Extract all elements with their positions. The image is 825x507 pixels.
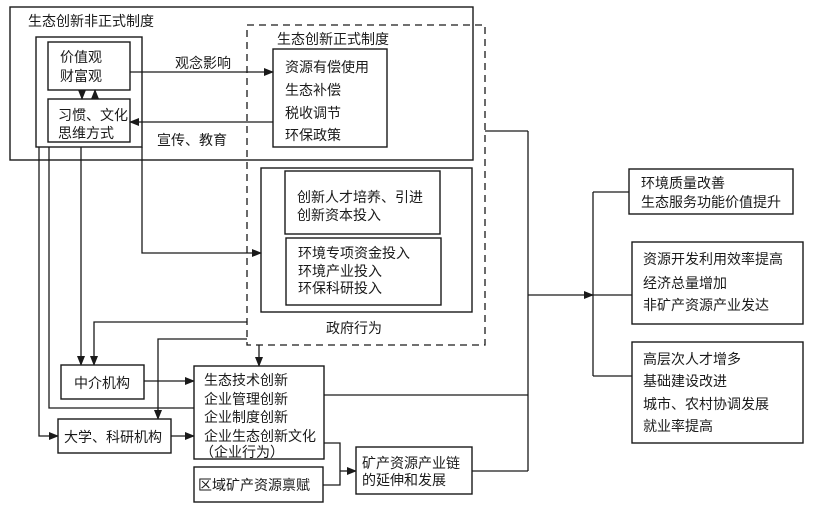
formal-item: 资源有偿使用: [285, 59, 369, 76]
environment-investment-line: 环境产业投入: [298, 264, 382, 280]
connector-enterprise-to-chain: [323, 442, 341, 486]
outcome-line: 环境质量改善: [641, 176, 725, 192]
informal-institution-title: 生态创新非正式制度: [28, 14, 154, 30]
formal-item: 环保政策: [285, 127, 341, 144]
outcome-line: 经济总量增加: [643, 276, 727, 292]
industry-chain-line: 的延伸和发展: [362, 473, 446, 489]
values-box-line: 财富观: [60, 68, 102, 85]
propaganda-education-label: 宣传、教育: [157, 133, 227, 149]
outcome-line: 基础建设改进: [643, 373, 727, 390]
habits-box-line: 习惯、文化: [58, 107, 128, 124]
outcome-line: 城市、农村协调发展: [643, 396, 769, 413]
government-behavior-label: 政府行为: [326, 321, 382, 337]
enterprise-box: [193, 365, 325, 460]
formal-institution-box: [272, 48, 388, 148]
outcome-line: 就业率提高: [643, 418, 713, 435]
talent-capital-line: 创新人才培养、引进: [297, 190, 423, 206]
enterprise-behavior-label: （企业行为）: [200, 444, 284, 461]
environment-investment-box: [285, 237, 442, 306]
enterprise-item: 企业管理创新: [204, 391, 288, 408]
outcome-line: 高层次人才增多: [643, 351, 741, 368]
outcome-environment-box: [628, 168, 794, 215]
connector-culture-to-university: [38, 147, 59, 440]
industry-chain-box: [355, 446, 473, 495]
enterprise-item: 生态技术创新: [204, 373, 288, 389]
formal-institution-title: 生态创新正式制度: [277, 32, 389, 48]
connector-government-to-university: [154, 338, 247, 420]
enterprise-item: 企业生态创新文化: [204, 428, 316, 445]
talent-capital-line: 创新资本投入: [297, 208, 381, 224]
outcome-economy-box: [631, 241, 804, 325]
formal-item: 生态补偿: [285, 83, 341, 99]
university-label: 大学、科研机构: [64, 430, 162, 446]
intermediary-box: [60, 364, 145, 400]
regional-endowment-box: [193, 466, 324, 503]
connector-culture-to-enterprise: [48, 147, 194, 409]
outcome-line: 资源开发利用效率提高: [643, 251, 783, 268]
outcome-society-box: [631, 341, 804, 444]
outcome-line: 非矿产资源产业发达: [643, 298, 769, 314]
values-box: [47, 41, 131, 91]
outcome-line: 生态服务功能价值提升: [641, 195, 781, 211]
university-box: [57, 418, 172, 454]
connector-government-to-intermediary: [90, 321, 247, 366]
connector-culture-to-government: [141, 147, 262, 257]
culture-group-box: [35, 36, 143, 148]
environment-investment-line: 环境专项资金投入: [298, 246, 410, 262]
concept-influence-label: 观念影响: [175, 55, 231, 72]
industry-chain-line: 矿产资源产业链: [362, 456, 460, 472]
enterprise-item: 企业制度创新: [204, 409, 288, 426]
talent-capital-box: [284, 170, 441, 235]
habits-box: [47, 98, 131, 143]
intermediary-label: 中介机构: [74, 376, 130, 392]
values-box-line: 价值观: [60, 50, 102, 66]
informal-institution-box: [9, 6, 474, 161]
government-behavior-dashed-box: [246, 24, 486, 346]
regional-endowment-label: 区域矿产资源禀赋: [198, 478, 310, 494]
formal-item: 税收调节: [285, 106, 341, 122]
habits-box-line: 思维方式: [58, 126, 114, 142]
environment-investment-line: 环保科研投入: [298, 281, 382, 297]
